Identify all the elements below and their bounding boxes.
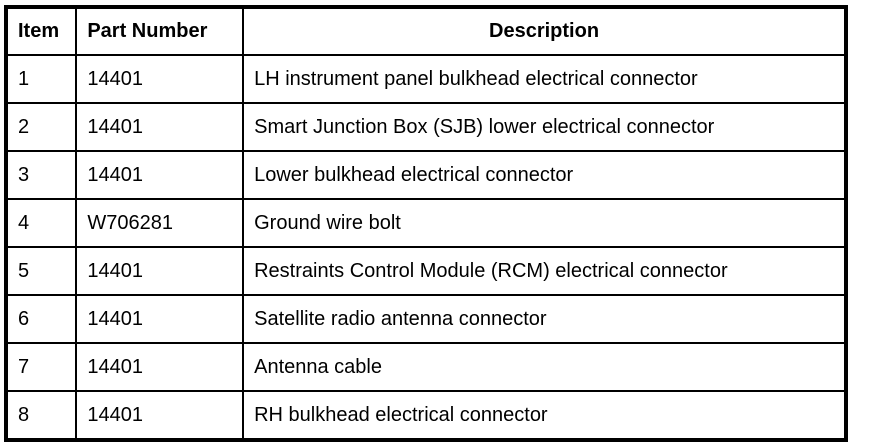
cell-item: 8	[4, 390, 78, 441]
cell-part-number: 14401	[75, 54, 245, 104]
column-header-item: Item	[4, 6, 78, 56]
cell-part-number: 14401	[75, 150, 245, 200]
cell-item: 7	[4, 342, 78, 392]
cell-item: 6	[4, 294, 78, 344]
cell-item: 1	[4, 54, 78, 104]
cell-part-number: 14401	[75, 102, 245, 152]
cell-description: Antenna cable	[242, 342, 847, 392]
column-header-part-number: Part Number	[75, 6, 245, 56]
cell-part-number: 14401	[75, 246, 245, 296]
cell-item: 5	[4, 246, 78, 296]
cell-part-number: 14401	[75, 390, 245, 441]
cell-item: 2	[4, 102, 78, 152]
table-row: 8 14401 RH bulkhead electrical connector	[4, 390, 847, 441]
cell-description: LH instrument panel bulkhead electrical …	[242, 54, 847, 104]
table-row: 5 14401 Restraints Control Module (RCM) …	[4, 246, 847, 296]
table-row: 4 W706281 Ground wire bolt	[4, 198, 847, 248]
cell-part-number: 14401	[75, 294, 245, 344]
cell-description: Satellite radio antenna connector	[242, 294, 847, 344]
table-header-row: Item Part Number Description	[4, 6, 847, 56]
cell-description: RH bulkhead electrical connector	[242, 390, 847, 441]
cell-part-number: 14401	[75, 342, 245, 392]
table-header: Item Part Number Description	[4, 6, 847, 56]
table-row: 7 14401 Antenna cable	[4, 342, 847, 392]
column-header-description: Description	[242, 6, 847, 56]
cell-part-number: W706281	[75, 198, 245, 248]
cell-description: Restraints Control Module (RCM) electric…	[242, 246, 847, 296]
cell-description: Lower bulkhead electrical connector	[242, 150, 847, 200]
table-row: 1 14401 LH instrument panel bulkhead ele…	[4, 54, 847, 104]
cell-item: 4	[4, 198, 78, 248]
table-row: 6 14401 Satellite radio antenna connecto…	[4, 294, 847, 344]
cell-description: Smart Junction Box (SJB) lower electrica…	[242, 102, 847, 152]
parts-table: Item Part Number Description 1 14401 LH …	[4, 5, 848, 442]
table-row: 2 14401 Smart Junction Box (SJB) lower e…	[4, 102, 847, 152]
table-row: 3 14401 Lower bulkhead electrical connec…	[4, 150, 847, 200]
table-body: 1 14401 LH instrument panel bulkhead ele…	[4, 54, 847, 441]
cell-item: 3	[4, 150, 78, 200]
cell-description: Ground wire bolt	[242, 198, 847, 248]
